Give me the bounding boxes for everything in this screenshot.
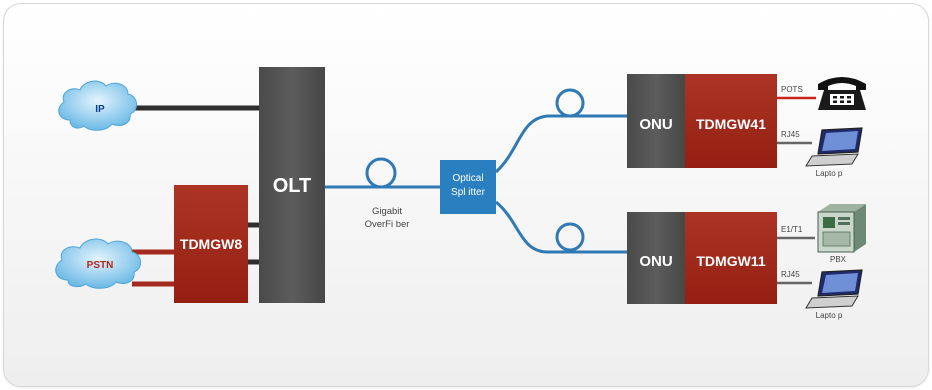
tdmgw11-box: TDMGW11 — [685, 212, 777, 304]
tdmgw11-label: TDMGW11 — [696, 253, 765, 269]
fiber-label-line2: OverFi ber — [365, 219, 410, 230]
ip-cloud: IP — [58, 80, 137, 131]
laptop-top-icon: Lapto p — [805, 127, 863, 178]
pstn-cloud: PSTN — [55, 238, 141, 289]
pots-label: POTS — [781, 85, 803, 94]
tdmgw8-box: TDMGW8 — [174, 185, 248, 303]
pstn-tdmgw8-links — [130, 249, 174, 287]
laptop-bottom-label: Lapto p — [816, 311, 843, 320]
rj45-top-link: RJ45 — [777, 130, 812, 145]
pbx-label: PBX — [830, 255, 847, 264]
optical-splitter: Optical Spl itter — [440, 160, 496, 214]
laptop-bottom-icon: Lapto p — [805, 269, 863, 320]
laptop-top-label: Lapto p — [816, 169, 843, 178]
pbx-icon: PBX — [817, 204, 866, 264]
splitter-label-line2: Spl itter — [451, 187, 486, 198]
onu-bottom-box: ONU — [627, 212, 685, 304]
rj45-bottom-link: RJ45 — [777, 270, 812, 285]
tdmgw41-label: TDMGW41 — [696, 116, 766, 132]
rj45-bottom-label: RJ45 — [781, 270, 800, 279]
onu-bottom-label: ONU — [639, 253, 672, 270]
e1t1-link: E1/T1 — [777, 225, 815, 240]
olt-label: OLT — [273, 175, 312, 197]
onu-top-label: ONU — [639, 116, 672, 133]
tdmgw41-box: TDMGW41 — [685, 74, 777, 168]
rj45-top-label: RJ45 — [781, 130, 800, 139]
ip-label: IP — [95, 104, 105, 115]
telephone-icon — [818, 77, 866, 110]
olt-box: OLT — [259, 67, 325, 303]
splitter-label-line1: Optical — [452, 173, 483, 184]
onu-top-box: ONU — [627, 74, 685, 168]
pots-link: POTS — [777, 85, 816, 100]
splitter-onu-fibers — [494, 88, 628, 254]
pstn-label: PSTN — [87, 260, 114, 271]
tdmgw8-label: TDMGW8 — [180, 236, 242, 252]
gigabit-fiber-link: Gigabit OverFi ber — [325, 157, 440, 230]
e1t1-label: E1/T1 — [781, 225, 803, 234]
fiber-label-line1: Gigabit — [372, 206, 402, 217]
